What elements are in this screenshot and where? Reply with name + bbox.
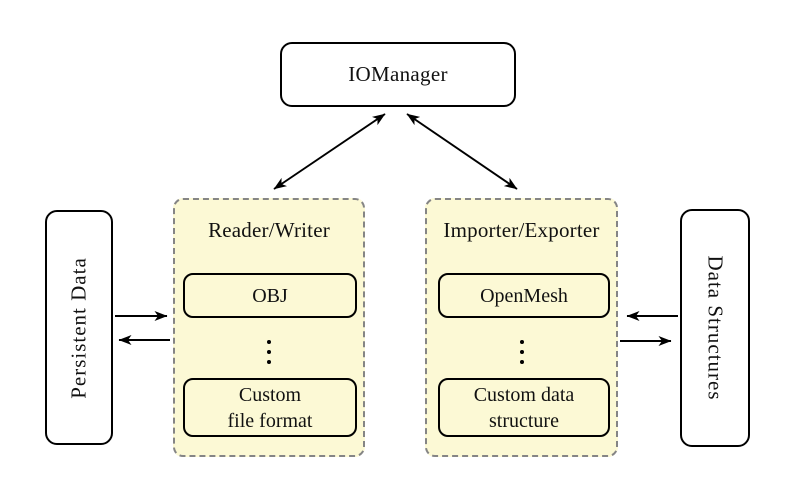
node-openmesh: OpenMesh — [438, 273, 610, 318]
node-custom-file-format: Custom file format — [183, 378, 357, 437]
node-data-structures-label: Data Structures — [703, 255, 728, 401]
node-data-structures: Data Structures — [680, 209, 750, 447]
panel-importer-exporter-label: Importer/Exporter — [443, 218, 600, 242]
panel-importer-exporter: Importer/Exporter OpenMesh Custom data s… — [425, 198, 618, 457]
vertical-ellipsis-icon — [267, 340, 271, 364]
node-iomanager: IOManager — [280, 42, 516, 107]
node-iomanager-label: IOManager — [348, 62, 448, 87]
panel-reader-writer-label: Reader/Writer — [208, 218, 330, 242]
node-openmesh-label: OpenMesh — [480, 284, 568, 307]
node-obj-label: OBJ — [252, 284, 288, 307]
node-persistent-data: Persistent Data — [45, 210, 113, 445]
panel-reader-writer: Reader/Writer OBJ Custom file format — [173, 198, 365, 457]
arrow-iomanager-importerexporter — [406, 113, 518, 190]
node-custom-file-format-label: Custom file format — [227, 383, 313, 432]
node-obj: OBJ — [183, 273, 357, 318]
node-persistent-data-label: Persistent Data — [66, 256, 91, 399]
node-custom-data-structure-label: Custom data structure — [473, 383, 575, 432]
node-custom-data-structure: Custom data structure — [438, 378, 610, 437]
vertical-ellipsis-icon — [519, 340, 524, 364]
arrow-iomanager-readerwriter — [273, 113, 386, 190]
